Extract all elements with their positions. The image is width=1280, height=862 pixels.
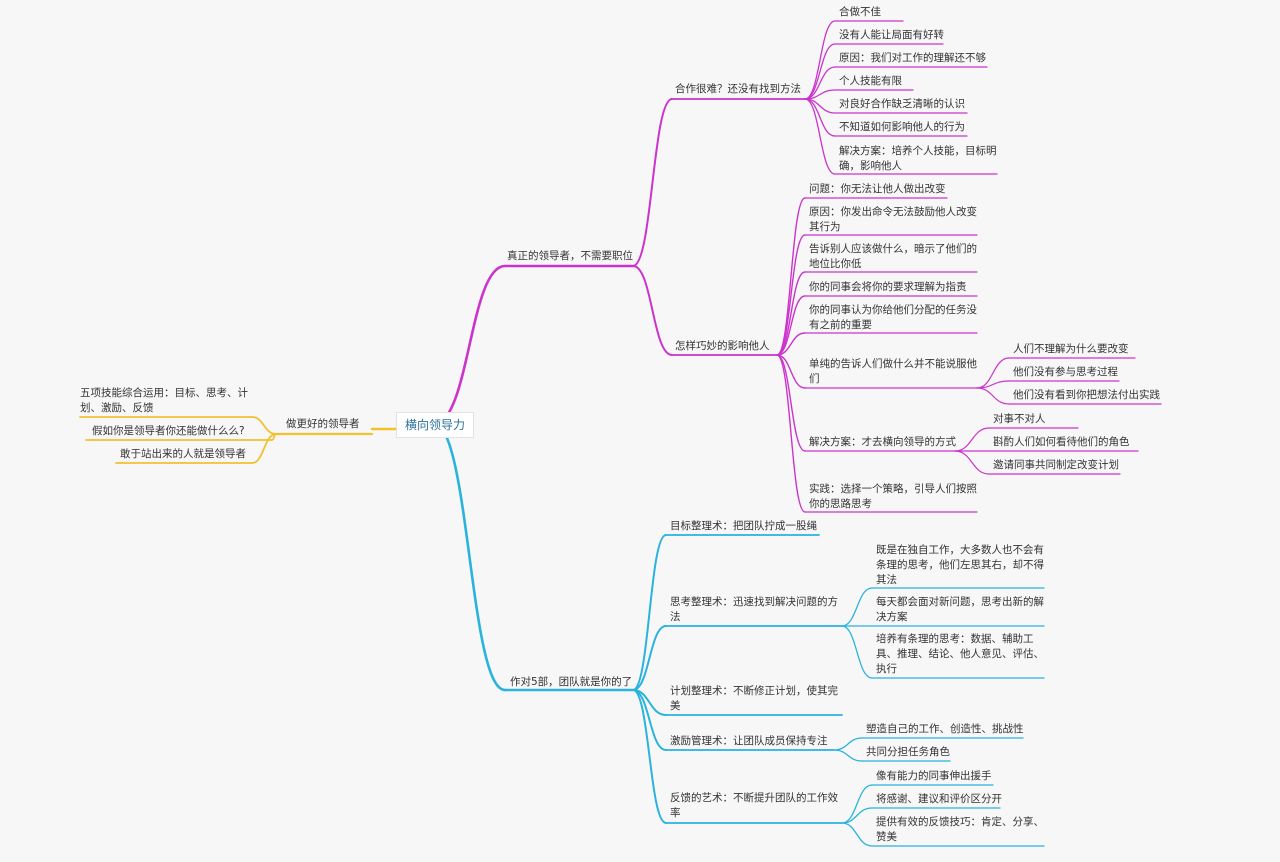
leaf-node[interactable]: 对良好合作缺乏清晰的认识 <box>839 98 965 110</box>
leaf-node[interactable]: 你的同事会将你的要求理解为指责 <box>809 281 967 293</box>
connector-influence <box>632 265 673 356</box>
leaf-node[interactable]: 你的同事认为你给他们分配的任务没有之前的重要 <box>809 304 977 331</box>
leaf-node[interactable]: 人们不理解为什么要改变 <box>1013 343 1129 355</box>
leaf-node[interactable]: 不知道如何影响他人的行为 <box>839 121 965 133</box>
branch-connector <box>976 387 1010 405</box>
leaf-node[interactable]: 对事不对人 <box>993 413 1046 425</box>
branch-connector <box>251 433 277 464</box>
connector-root-five-steps <box>432 422 507 692</box>
branch-connector <box>954 427 990 452</box>
node-simply-telling[interactable]: 单纯的告诉人们做什么并不能说服他们 <box>809 358 977 385</box>
branch-connector <box>632 689 667 751</box>
leaf-node[interactable]: 假如你是领导者你还能做什么么? <box>92 425 245 437</box>
leaf-node[interactable]: 他们没有参与思考过程 <box>1013 366 1118 378</box>
branch-connector <box>632 625 667 691</box>
node-cooperation-hard[interactable]: 合作很难？还没有找到方法 <box>675 83 801 95</box>
leaf-node[interactable]: 塑造自己的工作、创造性、挑战性 <box>866 723 1024 735</box>
leaf-node[interactable]: 邀请同事共同制定改变计划 <box>993 459 1119 471</box>
leaf-node[interactable]: 五项技能综合运用：目标、思考、计划、激励、反馈 <box>80 387 248 414</box>
branch-connector <box>841 784 873 824</box>
leaf-node[interactable]: 像有能力的同事伸出援手 <box>876 770 992 782</box>
branch-connector <box>841 625 873 679</box>
node-goal-technique[interactable]: 目标整理术：把团队拧成一股绳 <box>670 520 817 532</box>
branch-connector <box>251 416 277 435</box>
branch-connector <box>632 689 667 824</box>
branch-connector <box>804 66 836 100</box>
node-influence-others[interactable]: 怎样巧妙的影响他人 <box>675 340 770 352</box>
branch-connector <box>776 234 806 356</box>
leaf-node[interactable]: 将感谢、建议和评价区分开 <box>876 793 1002 805</box>
leaf-node[interactable]: 告诉别人应该做什么，暗示了他们的地位比你低 <box>809 243 977 270</box>
branch-connector <box>841 587 873 627</box>
leaf-node[interactable]: 既是在独自工作，大多数人也不会有条理的思考，他们左思其右，却不得其法 <box>876 544 1044 586</box>
branch-connector <box>776 271 806 356</box>
node-lateral-solution[interactable]: 解决方案：才去横向领导的方式 <box>809 436 956 448</box>
leaf-node[interactable]: 共同分担任务角色 <box>866 746 950 758</box>
branch-connector <box>804 20 836 100</box>
branch-connector <box>954 450 990 475</box>
connector-cooperation <box>632 98 673 267</box>
leaf-node[interactable]: 原因：你发出命令无法鼓励他人改变其行为 <box>809 206 977 233</box>
branch-connector <box>776 354 806 513</box>
branch-connector <box>833 749 863 762</box>
branch-connector <box>776 197 806 356</box>
branch-connector <box>632 534 667 691</box>
leaf-node[interactable]: 他们没有看到你把想法付出实践 <box>1013 389 1160 401</box>
leaf-node[interactable]: 斟酌人们如何看待他们的角色 <box>993 436 1130 448</box>
branch-connector <box>841 807 873 824</box>
leaf-node[interactable]: 每天都会面对新问题，思考出新的解决方案 <box>876 596 1044 623</box>
leaf-node[interactable]: 没有人能让局面有好转 <box>839 29 944 41</box>
node-five-steps[interactable]: 作对5部，团队就是你的了 <box>510 676 633 688</box>
leaf-node[interactable]: 原因：我们对工作的理解还不够 <box>839 52 986 64</box>
node-true-leader[interactable]: 真正的领导者，不需要职位 <box>507 250 633 262</box>
branch-connector <box>776 295 806 356</box>
node-feedback-art[interactable]: 反馈的艺术：不断提升团队的工作效率 <box>670 792 838 819</box>
root-node-lateral-leadership[interactable]: 横向领导力 <box>396 412 474 438</box>
leaf-node[interactable]: 敢于站出来的人就是领导者 <box>120 448 246 460</box>
branch-connector <box>776 354 806 452</box>
branch-connector <box>841 822 873 847</box>
leaf-node[interactable]: 解决方案：培养个人技能，目标明确，影响他人 <box>839 145 997 172</box>
leaf-node[interactable]: 培养有条理的思考：数据、辅助工具、推理、结论、他人意见、评估、执行 <box>876 633 1044 675</box>
leaf-node[interactable]: 问题：你无法让他人做出改变 <box>809 183 946 195</box>
branch-connector <box>976 357 1010 389</box>
branch-connector <box>804 98 836 175</box>
branch-connector <box>776 332 806 356</box>
node-better-leader[interactable]: 做更好的领导者 <box>286 418 360 430</box>
leaf-node[interactable]: 实践：选择一个策略，引导人们按照你的思路思考 <box>809 483 977 510</box>
leaf-node[interactable]: 合做不佳 <box>839 6 881 18</box>
node-plan-technique[interactable]: 计划整理术：不断修正计划，使其完美 <box>670 685 838 712</box>
node-thinking-technique[interactable]: 思考整理术：迅速找到解决问题的方法 <box>670 596 838 623</box>
branch-connector <box>833 737 863 751</box>
branch-connector <box>804 98 836 137</box>
connector-root-true-leader <box>432 264 507 426</box>
leaf-node[interactable]: 个人技能有限 <box>839 75 902 87</box>
leaf-node[interactable]: 提供有效的反馈技巧：肯定、分享、赞美 <box>876 816 1044 843</box>
node-motivation-technique[interactable]: 激励管理术：让团队成员保持专注 <box>670 735 828 747</box>
